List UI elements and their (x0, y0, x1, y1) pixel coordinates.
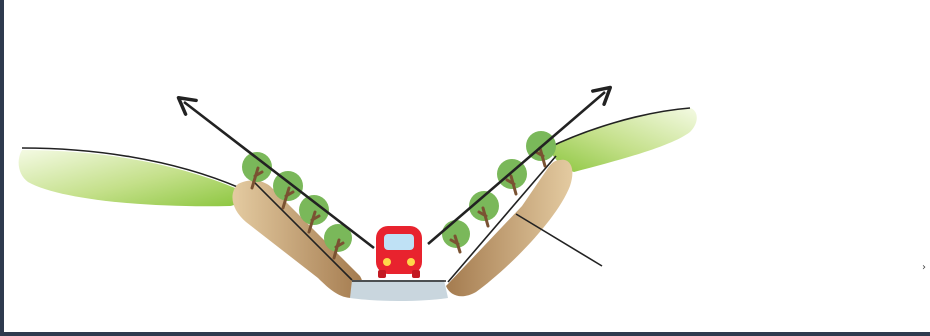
road-surface (350, 280, 448, 301)
bus-icon (376, 226, 422, 278)
right-grass-hill (548, 108, 697, 172)
left-grass-hill (19, 150, 242, 206)
edge-mark: › (922, 262, 926, 273)
tree (442, 220, 470, 252)
